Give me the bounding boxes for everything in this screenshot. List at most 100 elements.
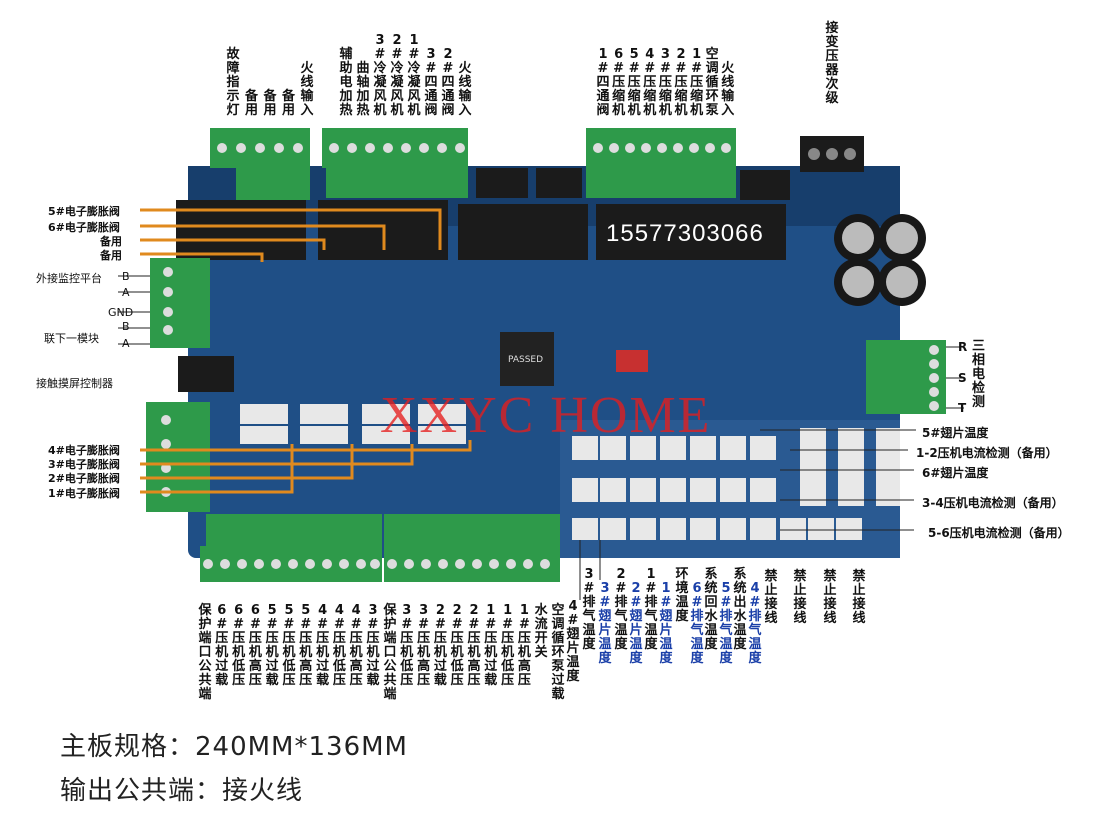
monitor-pin-a: A (122, 286, 130, 299)
top-label: 3#冷凝风机 (373, 33, 387, 118)
bottom-right-label: 6#排气温度 (690, 581, 704, 666)
bottom-label: 5#压机低压 (282, 603, 296, 688)
phase-terminal (866, 340, 946, 414)
phase-pin-r: R (958, 340, 968, 354)
phone-number: 15577303066 (606, 220, 764, 247)
bottom-label: 3#压机高压 (417, 603, 431, 688)
top-label: 1#压缩机 (690, 47, 704, 118)
top-label: 1#四通阀 (596, 47, 610, 118)
capacitors (834, 214, 926, 306)
bottom-label: 4#压机低压 (332, 603, 346, 688)
bottom-label: 6#压机低压 (232, 603, 246, 688)
bottom-right-label: 系统回水温度 (704, 567, 718, 652)
wire-6-valve (140, 224, 386, 250)
watermark: XXYC HOME (380, 387, 712, 444)
bottom-label: 2#压机高压 (467, 603, 481, 688)
left-valve-label: 备用 (100, 235, 122, 248)
bottom-right-label: 禁止接线 (852, 569, 866, 626)
top-label: 空调循环泵 (705, 47, 719, 118)
right-label: 1-2压机电流检测（备用） (916, 446, 1058, 460)
bottom-label: 4#压机高压 (349, 603, 363, 688)
leader-lines (118, 275, 964, 600)
top-label: 火线输入 (300, 61, 314, 118)
bottom-label: 3#压机过载 (366, 603, 380, 688)
bottom-right-label: 环境温度 (675, 567, 689, 624)
bottom-terminal-mid (384, 514, 560, 582)
bottom-right-label: 2#排气温度 (614, 567, 628, 652)
spec-line: 主板规格：240MM*136MM (60, 732, 408, 762)
left-terminal-valves (146, 402, 210, 512)
bottom-right-label: 1#排气温度 (644, 567, 658, 652)
chip-text: PASSED (508, 355, 543, 365)
bottom-right-label: 5#排气温度 (719, 581, 733, 666)
right-label: 6#翅片温度 (922, 466, 989, 480)
left-valve-label: 1#电子膨胀阀 (48, 487, 120, 500)
phase-pin-t: T (958, 401, 967, 415)
bottom-label: 1#压机高压 (517, 603, 531, 688)
top-label: 曲轴加热 (356, 61, 370, 118)
bottom-label: 1#压机低压 (501, 603, 515, 688)
top-label: 6#压缩机 (612, 47, 626, 118)
bottom-label: 5#压机高压 (299, 603, 313, 688)
wire-1-valve (140, 444, 294, 494)
monitor-pin-b: B (122, 270, 130, 283)
top-terminal-block-2 (322, 128, 468, 198)
bottom-right-label: 禁止接线 (793, 569, 807, 626)
main-chip (500, 332, 554, 386)
left-terminal-comm (150, 258, 210, 348)
wire-2-valve (140, 444, 354, 480)
left-valve-label: 备用 (100, 249, 122, 262)
sensor-sockets (240, 404, 900, 540)
bottom-label: 空调循环泵过载 (551, 603, 565, 702)
phase-label: 三相电检测 (972, 339, 986, 410)
lower-module-pin-b: B (122, 320, 130, 333)
bottom-right-label: 3#翅片温度 (598, 581, 612, 666)
left-valve-label: 2#电子膨胀阀 (48, 472, 120, 485)
top-label: 2#冷凝风机 (390, 33, 404, 118)
phase-pin-s: S (958, 371, 967, 385)
lower-module-pin-a: A (122, 337, 130, 350)
bottom-label: 6#压机高压 (248, 603, 262, 688)
gnd-label: GND (108, 306, 134, 319)
left-valve-label: 4#电子膨胀阀 (48, 444, 120, 457)
bottom-label: 6#压机过载 (215, 603, 229, 688)
bottom-right-label: 禁止接线 (764, 569, 778, 626)
top-label: 备用 (281, 89, 295, 118)
top-label: 火线输入 (721, 61, 735, 118)
bottom-right-label: 2#翅片温度 (629, 581, 643, 666)
top-terminal-block-1 (210, 128, 310, 200)
wire-spare-2 (140, 252, 264, 262)
bottom-right-label: 4#翅片温度 (566, 599, 580, 684)
top-label: 2#四通阀 (441, 47, 455, 118)
right-label: 5#翅片温度 (922, 426, 989, 440)
monitor-label: 外接监控平台 (36, 272, 102, 285)
top-terminal-block-3 (586, 128, 736, 198)
dip-switch (616, 350, 648, 372)
lower-module-label: 联下一模块 (44, 332, 99, 345)
wire-3-valve (140, 444, 414, 466)
touch-port (178, 356, 234, 392)
bottom-label: 1#压机过载 (484, 603, 498, 688)
top-label: 2#压缩机 (674, 47, 688, 118)
wire-4-valve (140, 440, 472, 452)
valve-wires (140, 208, 472, 494)
bottom-terminal-left (200, 514, 382, 582)
bottom-right-label: 禁止接线 (823, 569, 837, 626)
transformer-connector (800, 136, 864, 172)
top-label: 4#压缩机 (643, 47, 657, 118)
bottom-label: 3#压机低压 (400, 603, 414, 688)
top-label: 火线输入 (458, 61, 472, 118)
bottom-label: 保护端口公共端 (198, 603, 212, 702)
bottom-right-label: 4#排气温度 (748, 581, 762, 666)
bottom-label: 2#压机低压 (450, 603, 464, 688)
right-label: 3-4压机电流检测（备用） (922, 496, 1064, 510)
top-label: 备用 (263, 89, 277, 118)
touch-label: 接触摸屏控制器 (36, 377, 113, 390)
output-line: 输出公共端：接火线 (60, 776, 304, 806)
top-label: 辅助电加热 (339, 47, 353, 118)
bottom-label: 5#压机过载 (265, 603, 279, 688)
left-valve-label: 3#电子膨胀阀 (48, 458, 120, 471)
bottom-right-label: 1#翅片温度 (659, 581, 673, 666)
